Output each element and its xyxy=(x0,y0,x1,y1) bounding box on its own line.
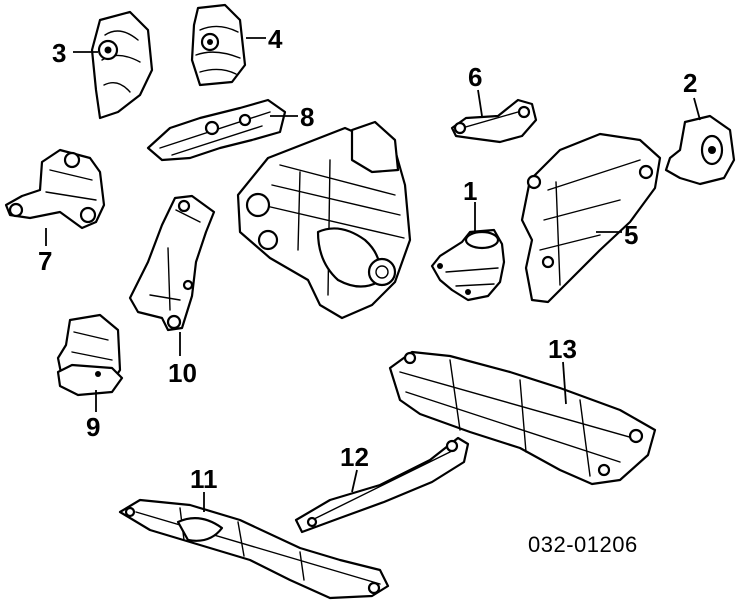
callout-labels: 1 2 3 4 5 6 7 8 9 10 11 12 13 xyxy=(38,24,697,494)
callout-5: 5 xyxy=(624,220,638,250)
callout-4: 4 xyxy=(268,24,283,54)
part-5-bracket xyxy=(520,132,662,304)
callout-1: 1 xyxy=(463,176,477,206)
callout-13: 13 xyxy=(548,334,577,364)
part-9-mount xyxy=(56,313,124,397)
part-7-bracket xyxy=(4,148,106,230)
leader-lines xyxy=(45,37,701,512)
part-8-bracket xyxy=(146,98,287,162)
callout-3: 3 xyxy=(52,38,66,68)
part-13-crossmember xyxy=(388,350,657,486)
callout-12: 12 xyxy=(340,442,369,472)
callout-11: 11 xyxy=(190,464,218,494)
callout-9: 9 xyxy=(86,412,100,442)
callout-8: 8 xyxy=(300,102,314,132)
part-3-mount xyxy=(90,10,154,120)
part-6-bracket xyxy=(450,98,538,144)
callout-2: 2 xyxy=(683,68,697,98)
callout-7: 7 xyxy=(38,246,52,276)
diagram-code: 032-01206 xyxy=(528,532,638,557)
part-2-mount xyxy=(664,114,736,186)
part-11-crossmember xyxy=(118,498,390,600)
part-12-bar xyxy=(294,436,470,534)
part-1-mount xyxy=(430,228,506,302)
engine-assembly xyxy=(236,120,412,320)
part-10-bracket xyxy=(128,194,216,332)
callout-6: 6 xyxy=(468,62,482,92)
callout-10: 10 xyxy=(168,358,197,388)
part-4-mount xyxy=(190,3,247,87)
